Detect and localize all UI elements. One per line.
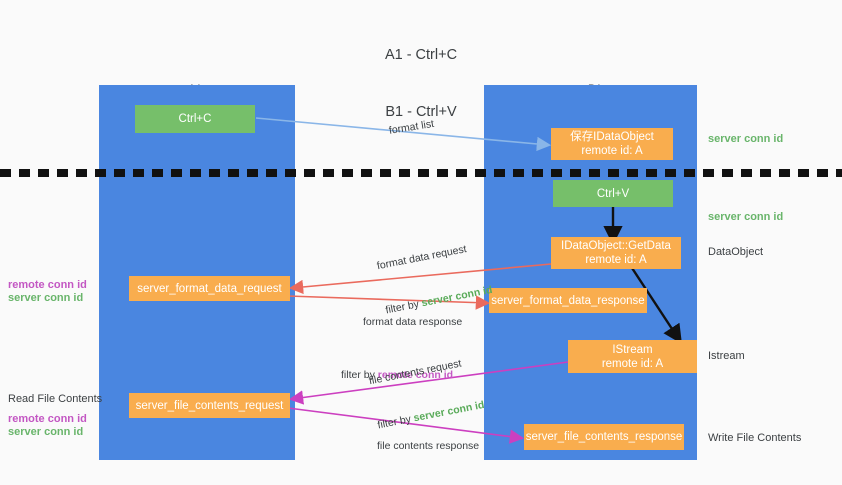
node-save-idataobject-line1: 保存IDataObject xyxy=(570,131,654,143)
left-label-remote-conn-id-low: remote conn id xyxy=(8,413,87,425)
right-label-istream: Istream xyxy=(708,350,745,362)
phase-separator-dashed-line xyxy=(0,169,842,177)
node-server-format-data-request-label: server_format_data_request xyxy=(137,282,282,295)
edge-label-file-contents-response: file contents response filter by remote … xyxy=(377,409,479,485)
node-idataobject-getdata-line2: remote id: A xyxy=(585,254,647,266)
node-istream[interactable]: IStream remote id: A xyxy=(568,340,697,373)
node-ctrl-v-label: Ctrl+V xyxy=(596,187,630,200)
filter-token-remote-conn-id-1: remote conn id xyxy=(377,369,454,381)
edge-label-format-data-request-text: format data request xyxy=(375,243,468,273)
right-label-server-conn-id-second: server conn id xyxy=(708,211,784,223)
node-server-file-contents-request[interactable]: server_file_contents_request xyxy=(129,393,290,418)
node-server-file-contents-response[interactable]: server_file_contents_response xyxy=(524,424,684,450)
right-label-server-conn-id-top: server conn id xyxy=(708,133,784,145)
node-server-file-contents-response-label: server_file_contents_response xyxy=(525,431,683,443)
node-ctrl-c[interactable]: Ctrl+C xyxy=(135,105,255,133)
edge-label-format-list: format list xyxy=(374,102,438,155)
node-server-format-data-response[interactable]: server_format_data_response xyxy=(489,288,647,313)
left-label-server-conn-id-low: server conn id xyxy=(8,426,84,438)
filter-prefix-2: filter by xyxy=(341,369,378,381)
edge-label-format-data-response: format data response filter by remote co… xyxy=(341,285,463,413)
node-save-idataobject[interactable]: 保存IDataObject remote id: A xyxy=(551,128,673,160)
title-line-1: A1 - Ctrl+C xyxy=(384,47,458,63)
edge-label-file-contents-response-text: file contents response xyxy=(377,440,480,452)
right-label-dataobject: DataObject xyxy=(708,246,764,258)
node-ctrl-c-label: Ctrl+C xyxy=(178,113,212,125)
node-istream-line2: remote id: A xyxy=(601,357,664,370)
diagram-title: A1 - Ctrl+C B1 - Ctrl+V xyxy=(0,8,842,160)
node-istream-line1: IStream xyxy=(612,343,653,356)
edge-label-file-contents-request-text: file contents request xyxy=(367,357,463,388)
node-server-format-data-response-label: server_format_data_response xyxy=(491,294,645,307)
edge-label-format-list-text: format list xyxy=(388,117,435,137)
edge-label-format-data-response-text: format data response xyxy=(363,316,463,328)
node-ctrl-v[interactable]: Ctrl+V xyxy=(553,180,673,207)
title-line-2: B1 - Ctrl+V xyxy=(385,104,457,120)
node-idataobject-getdata-line1: IDataObject::GetData xyxy=(561,240,671,252)
left-label-remote-conn-id-mid: remote conn id xyxy=(8,279,87,291)
left-label-read-file-contents: Read File Contents xyxy=(8,393,103,405)
edge-label-format-data-response-filter: filter by remote conn id xyxy=(341,368,462,383)
node-idataobject-getdata[interactable]: IDataObject::GetData remote id: A xyxy=(551,237,681,269)
node-save-idataobject-line2: remote id: A xyxy=(581,145,643,157)
right-label-write-file-contents: Write File Contents xyxy=(708,432,802,444)
node-server-file-contents-request-label: server_file_contents_request xyxy=(135,399,284,412)
node-server-format-data-request[interactable]: server_format_data_request xyxy=(129,276,290,301)
left-label-server-conn-id-mid: server conn id xyxy=(8,292,84,304)
